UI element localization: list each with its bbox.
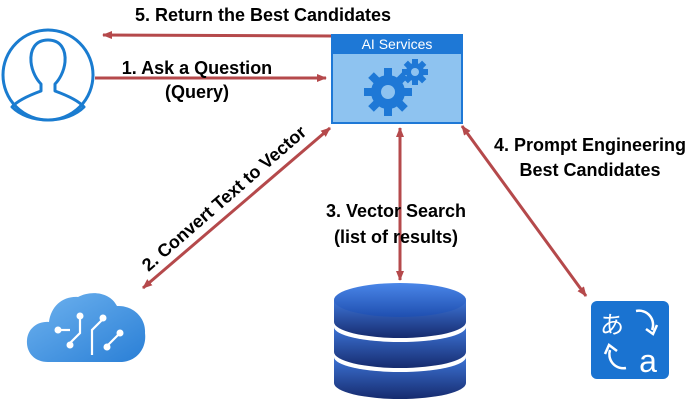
step4-label: 4. Prompt Engineering: [494, 135, 686, 155]
arrow-prompt-engineering: [460, 125, 588, 297]
step4-sublabel: Best Candidates: [519, 160, 660, 180]
translator-source-glyph: あ: [600, 311, 624, 339]
ai-services-box: AI Services: [331, 34, 463, 124]
step1-label: 1. Ask a Question: [122, 58, 272, 78]
step5-label: 5. Return the Best Candidates: [135, 5, 391, 25]
arrow-convert-vector: [142, 126, 331, 290]
translator-target-glyph: a: [639, 343, 657, 379]
step2-label: 2. Convert Text to Vector: [138, 122, 310, 275]
gear-icon: [364, 59, 428, 116]
arrow-return-candidates: [102, 31, 334, 40]
step1-sublabel: (Query): [165, 82, 229, 102]
translator-icon: あ a: [591, 301, 669, 379]
ai-services-title: AI Services: [362, 36, 433, 52]
user-icon: [1, 28, 95, 122]
database-icon: [334, 283, 466, 399]
step3-sublabel: (list of results): [334, 227, 458, 247]
step3-label: 3. Vector Search: [326, 201, 466, 221]
cognitive-cloud-icon: [26, 293, 146, 362]
